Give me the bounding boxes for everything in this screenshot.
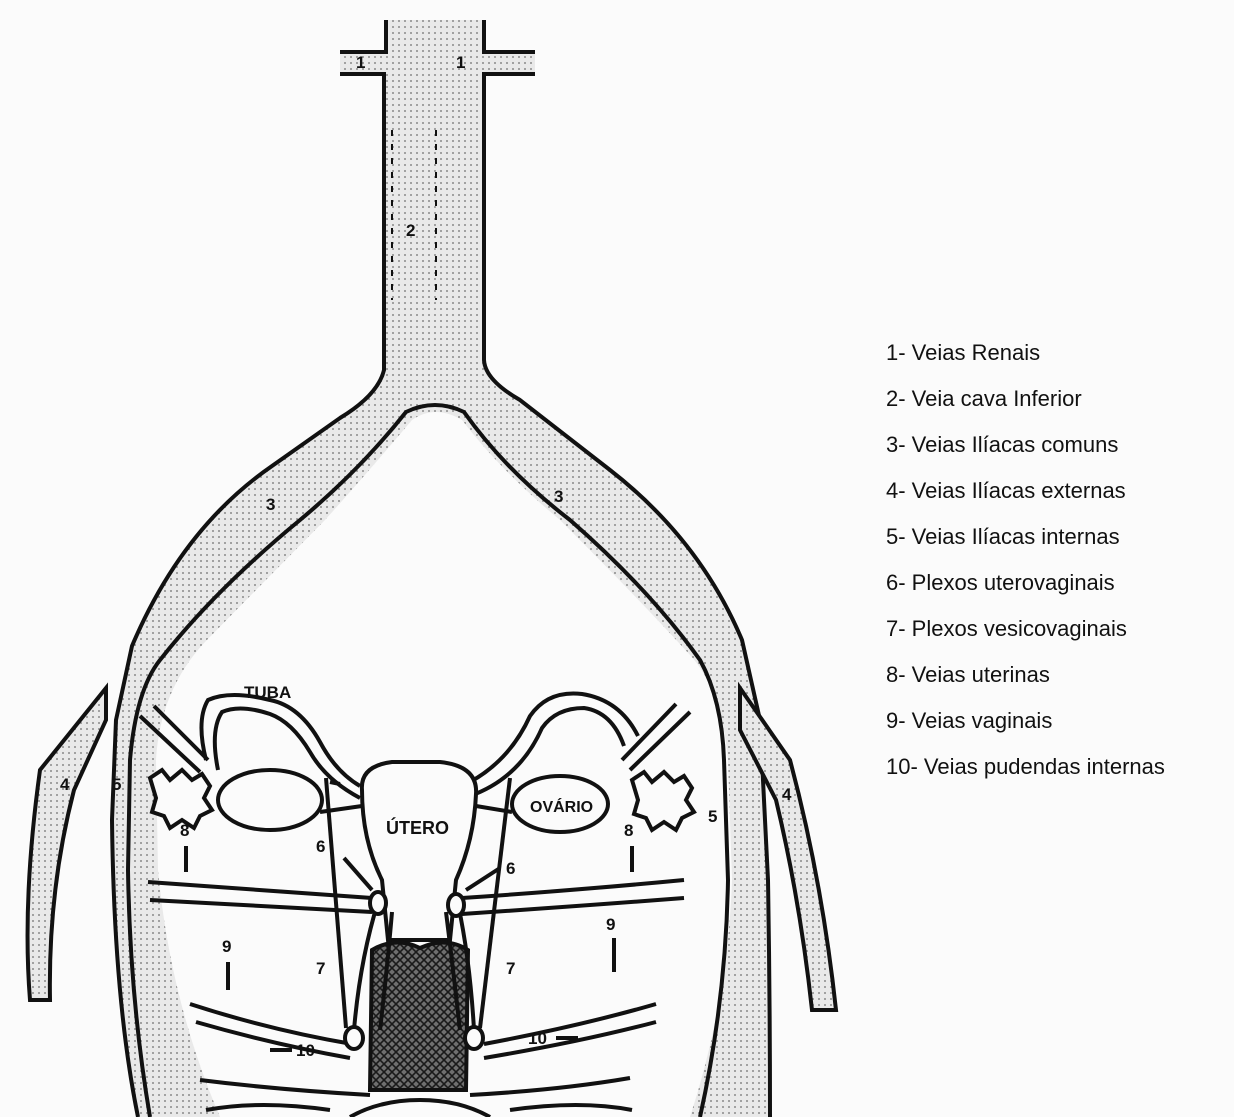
label-ovario: OVÁRIO (530, 797, 593, 816)
number-6-right: 6 (506, 859, 515, 878)
legend-item: 1- Veias Renais (886, 338, 1165, 384)
legend-item: 9- Veias vaginais (886, 706, 1165, 752)
legend-item: 3- Veias Ilíacas comuns (886, 430, 1165, 476)
label-utero: ÚTERO (386, 817, 449, 838)
number-6-left: 6 (316, 837, 325, 856)
legend-item: 2- Veia cava Inferior (886, 384, 1165, 430)
number-2: 2 (406, 221, 415, 240)
number-1-left: 1 (356, 53, 365, 72)
number-9-right: 9 (606, 915, 615, 934)
legend: 1- Veias Renais 2- Veia cava Inferior 3-… (886, 338, 1165, 798)
legend-item: 5- Veias Ilíacas internas (886, 522, 1165, 568)
legend-item: 10- Veias pudendas internas (886, 752, 1165, 798)
number-7-left: 7 (316, 959, 325, 978)
label-tuba: TUBA (244, 683, 291, 702)
legend-item: 7- Plexos vesicovaginais (886, 614, 1165, 660)
number-4-left: 4 (60, 775, 70, 794)
number-9-left: 9 (222, 937, 231, 956)
legend-item: 4- Veias Ilíacas externas (886, 476, 1165, 522)
number-8-left: 8 (180, 821, 189, 840)
legend-item: 8- Veias uterinas (886, 660, 1165, 706)
number-10-left: 10 (296, 1041, 315, 1060)
number-3-left: 3 (266, 495, 275, 514)
number-5-right: 5 (708, 807, 717, 826)
number-5-left: 5 (112, 775, 121, 794)
number-1-right: 1 (456, 53, 465, 72)
number-3-right: 3 (554, 487, 563, 506)
number-8-right: 8 (624, 821, 633, 840)
number-4-right: 4 (782, 785, 792, 804)
number-10-right: 10 (528, 1029, 547, 1048)
number-7-right: 7 (506, 959, 515, 978)
legend-item: 6- Plexos uterovaginais (886, 568, 1165, 614)
